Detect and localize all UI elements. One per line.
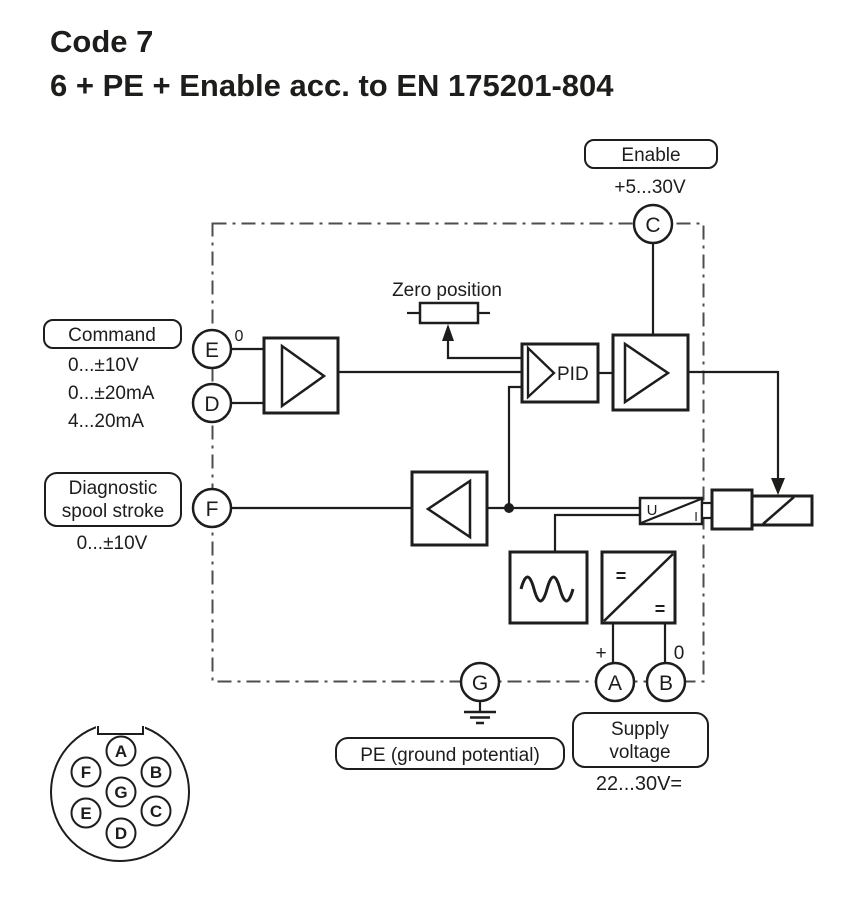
amplifier-triangle-icon (623, 341, 671, 405)
connector-pin-b (140, 756, 172, 788)
connector-keyway-notch (97, 726, 144, 735)
supply-plus-marker: + (595, 643, 606, 664)
diagnostic-label-line2: spool stroke (62, 501, 164, 522)
dcdc-eq-bottom: = (655, 599, 666, 619)
valve-body-box (710, 488, 754, 531)
signal-wires (231, 243, 780, 712)
junction-dot (504, 503, 514, 513)
pid-triangle-icon (526, 345, 556, 400)
enable-label: Enable (621, 145, 680, 166)
supply-range: 22...30V= (596, 773, 682, 795)
solenoid-box (750, 494, 814, 527)
terminal-e-zero-marker: 0 (235, 328, 244, 345)
connector-pin-d-label: D (115, 824, 127, 843)
terminal-b-label: B (659, 672, 673, 695)
amplifier-triangle-left-icon (425, 478, 472, 540)
diagnostic-label-line1: Diagnostic (69, 478, 158, 499)
connector-pin-b-label: B (150, 763, 162, 782)
wire-zero-position-branch (446, 338, 522, 360)
pe-ground-label: PE (ground potential) (360, 745, 540, 766)
supply-label-line2: voltage (609, 742, 670, 763)
zero-position-label: Zero position (392, 280, 502, 301)
earth-ground-icon (464, 710, 496, 725)
pe-label-box (335, 737, 565, 770)
wire-oscillator-to-transducer (553, 513, 640, 552)
terminal-b (645, 661, 687, 703)
diagnostic-range: 0...±10V (77, 533, 148, 554)
command-label: Command (68, 325, 156, 346)
terminal-f-label: F (206, 498, 219, 521)
diagram-title: Code 7 6 + PE + Enable acc. to EN 175201… (50, 20, 614, 108)
connector-notch-mask (96, 718, 145, 733)
enable-voltage: +5...30V (614, 177, 686, 198)
valve-solenoid-assembly (710, 488, 814, 531)
terminal-g (459, 661, 501, 703)
sine-wave-icon (519, 575, 575, 603)
pid-label: PID (557, 364, 589, 385)
connector-pin-a (105, 735, 137, 767)
title-line-standard: 6 + PE + Enable acc. to EN 175201-804 (50, 68, 614, 104)
feedback-amplifier-box (410, 470, 489, 547)
command-range-2: 0...±20mA (68, 383, 155, 404)
amplifier-enclosure-border (211, 222, 705, 683)
feedback-amplifier-block (410, 470, 489, 547)
terminal-f (191, 487, 233, 529)
position-transducer-block: U I (638, 496, 714, 526)
command-range-1: 0...±10V (68, 355, 139, 376)
terminal-c-label: C (645, 214, 660, 237)
transducer-i-label: I (694, 509, 698, 524)
connector-pin-c-label: C (150, 802, 162, 821)
command-label-box (43, 319, 182, 349)
command-range-3: 4...20mA (68, 411, 144, 432)
terminal-e-label: E (205, 339, 219, 362)
wire-pid-feedback (507, 385, 522, 508)
connector-pin-e-label: E (80, 804, 91, 823)
solenoid-arrowhead-icon (771, 478, 785, 495)
terminal-a-label: A (608, 672, 622, 695)
dcdc-converter-block: = = (600, 550, 677, 625)
connector-pin-g-label: G (114, 783, 127, 802)
zero-position-potentiometer (407, 301, 490, 325)
supply-label-box (572, 712, 709, 768)
amplifier-triangle-icon (280, 343, 327, 409)
potentiometer-box (418, 301, 480, 325)
enable-label-box (584, 139, 718, 169)
terminal-c (632, 203, 674, 245)
terminals: C E 0 D F G A + B 0 (191, 203, 687, 703)
transducer-u-label: U (647, 502, 658, 519)
wire-output-to-solenoid (688, 370, 780, 481)
output-amplifier-block (611, 333, 690, 412)
dcdc-eq-top: = (616, 566, 627, 586)
callout-labels: Enable +5...30V Command 0...±10V 0...±20… (43, 139, 718, 795)
terminal-a (594, 661, 636, 703)
connector-pin-f-label: F (81, 763, 91, 782)
input-amplifier-box (262, 336, 340, 415)
pid-controller-block: PID (520, 342, 600, 404)
terminal-e (191, 328, 233, 370)
terminal-g-label: G (472, 672, 488, 695)
input-amplifier-block (262, 336, 340, 415)
transducer-diagonal (640, 497, 702, 525)
connector-pin-e (70, 797, 102, 829)
solenoid-diagonal (762, 496, 795, 525)
zero-position-arrowhead-icon (442, 324, 454, 341)
supply-label-line1: Supply (611, 719, 670, 740)
oscillator-block (508, 550, 589, 625)
title-line-code: Code 7 (50, 24, 154, 59)
terminal-d-label: D (204, 393, 219, 416)
connector-pin-a-label: A (115, 742, 127, 761)
diagnostic-label-box (44, 472, 182, 527)
connector-pin-f (70, 756, 102, 788)
connector-pin-view: A F B G E C D (50, 718, 190, 862)
dcdc-diagonal (603, 553, 674, 622)
terminal-d (191, 382, 233, 424)
connector-pin-d (105, 817, 137, 849)
connector-pin-g (105, 776, 137, 808)
supply-zero-marker: 0 (674, 643, 685, 664)
connector-pin-c (140, 795, 172, 827)
